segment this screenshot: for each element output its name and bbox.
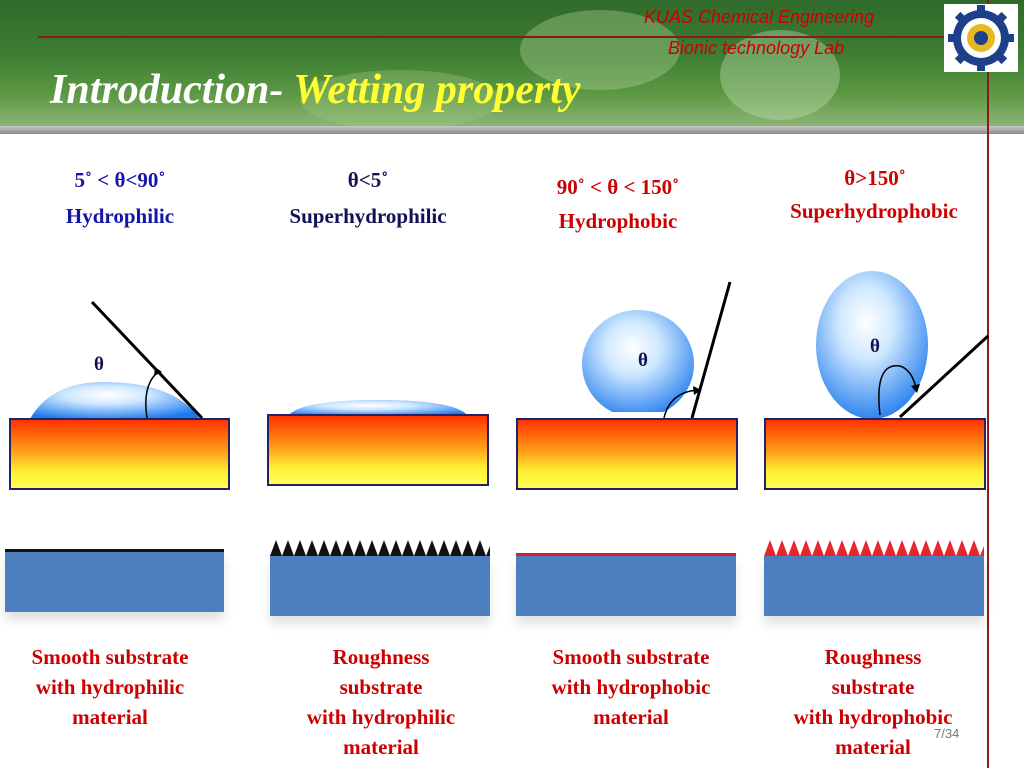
top-red-line xyxy=(38,36,990,38)
arrowhead-icon xyxy=(154,367,162,376)
desc-col1-line: material xyxy=(72,705,148,729)
header-banner xyxy=(0,0,1024,128)
desc-col4-line: with hydrophobic xyxy=(793,705,953,729)
smooth-coating-red xyxy=(516,553,736,556)
desc-col2: Roughness substrate with hydrophilic mat… xyxy=(266,642,496,762)
surface-bar-hydrophobic xyxy=(516,418,738,490)
droplet-base-mask xyxy=(580,412,696,420)
page-title: Introduction- Wetting property xyxy=(50,66,581,114)
university-logo xyxy=(944,4,1018,72)
surface-bar-superhydrophobic xyxy=(764,418,986,490)
lab-name-line2: Bionic technology Lab xyxy=(668,38,845,58)
surface-bar-superhydrophilic xyxy=(267,414,489,486)
theta-label-col4: θ xyxy=(870,336,880,357)
gear-logo-icon xyxy=(948,5,1014,71)
desc-col4-line: material xyxy=(835,735,911,759)
theta-label-col3: θ xyxy=(638,350,648,371)
col3-angle: 90˚ < θ < 150˚ xyxy=(556,175,680,199)
substrate-superhydrophobic xyxy=(764,556,984,616)
col2-angle: θ<5˚ xyxy=(347,168,389,192)
theta-label-col1: θ xyxy=(94,354,104,375)
lab-name-line1: KUAS Chemical Engineering xyxy=(644,7,875,27)
desc-col4: Roughness substrate with hydrophobic mat… xyxy=(758,642,988,762)
desc-col3-line: with hydrophobic xyxy=(551,675,711,699)
desc-col4-line: Roughness xyxy=(824,645,922,669)
col4-name: Superhydrophobic xyxy=(790,199,958,223)
col2-name: Superhydrophilic xyxy=(289,204,447,228)
title-highlight: Wetting property xyxy=(293,67,581,113)
col1-name: Hydrophilic xyxy=(65,204,175,228)
desc-col1-line: Smooth substrate xyxy=(31,645,189,669)
substrate-hydrophobic xyxy=(516,556,736,616)
desc-col4-line: substrate xyxy=(831,675,915,699)
col4-angle: θ>150˚ xyxy=(844,166,906,190)
contact-line-hydrophobic xyxy=(690,281,732,419)
desc-col2-line: substrate xyxy=(339,675,423,699)
right-red-line xyxy=(987,0,989,768)
col1-angle: 5˚ < θ<90˚ xyxy=(74,168,166,192)
desc-col2-line: material xyxy=(343,735,419,759)
rough-coating-red xyxy=(764,540,984,556)
arrowhead-icon xyxy=(911,384,920,393)
arrowhead-icon xyxy=(693,386,701,395)
droplet-hydrophobic xyxy=(582,310,694,418)
surface-bar-hydrophilic xyxy=(9,418,230,490)
droplet-hydrophilic xyxy=(30,381,200,419)
title-prefix: Introduction- xyxy=(50,67,294,113)
col3-name: Hydrophobic xyxy=(558,209,678,233)
desc-col2-line: with hydrophilic xyxy=(306,705,456,729)
substrate-superhydrophilic xyxy=(270,556,490,616)
smooth-coating-black xyxy=(5,549,224,552)
contact-line-superhydrophobic xyxy=(898,334,990,419)
desc-col3: Smooth substrate with hydrophobic materi… xyxy=(516,642,746,732)
desc-col3-line: material xyxy=(593,705,669,729)
desc-col2-line: Roughness xyxy=(332,645,430,669)
substrate-hydrophilic xyxy=(5,552,224,612)
desc-col1: Smooth substrate with hydrophilic materi… xyxy=(0,642,225,732)
contact-line-hydrophilic xyxy=(90,300,204,420)
desc-col1-line: with hydrophilic xyxy=(35,675,185,699)
desc-col3-line: Smooth substrate xyxy=(552,645,710,669)
page-number: 7/34 xyxy=(934,726,960,741)
droplet-superhydrophilic xyxy=(288,400,468,416)
droplet-superhydrophobic xyxy=(816,271,928,419)
header-rule xyxy=(0,126,1024,134)
angle-arc-superhydrophobic xyxy=(878,365,917,416)
